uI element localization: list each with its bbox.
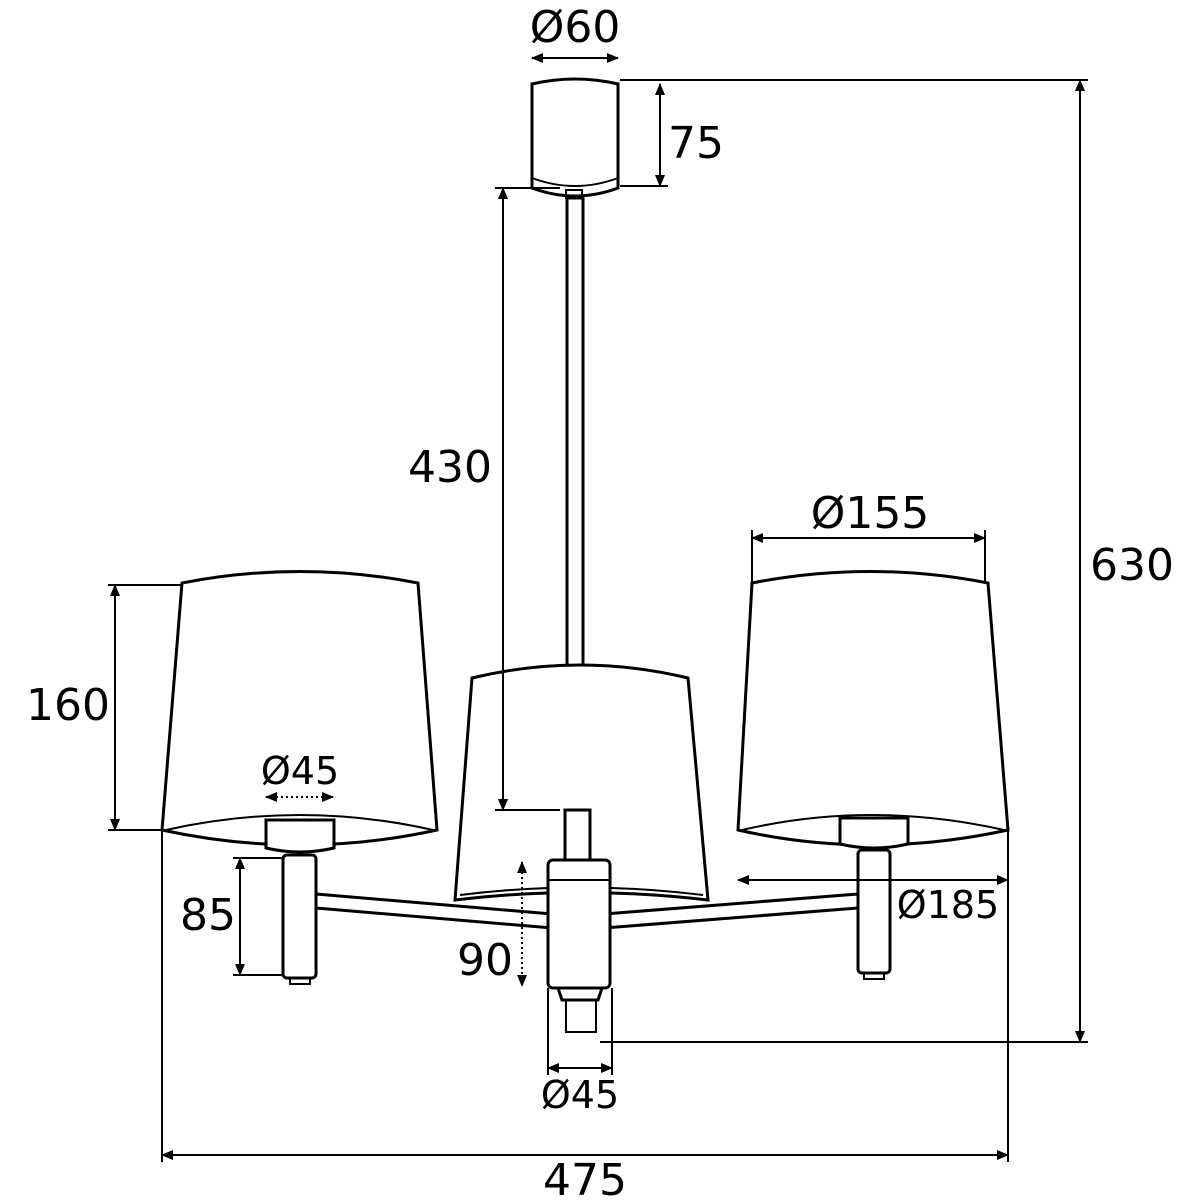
label-canopy-diameter: Ø60 — [530, 2, 621, 53]
dimension-lines — [110, 53, 1085, 1160]
label-hub-height: 90 — [457, 935, 513, 986]
right-holder — [856, 848, 892, 975]
right-arm — [602, 892, 860, 930]
left-socket — [264, 818, 336, 854]
label-shade-height: 160 — [26, 680, 110, 731]
ceiling-canopy — [530, 77, 620, 198]
label-shade-top-diameter: Ø155 — [811, 488, 930, 539]
left-shade — [160, 570, 439, 847]
label-hub-diameter: Ø45 — [541, 1073, 619, 1117]
right-shade — [736, 570, 1010, 847]
label-shade-bottom-diameter: Ø185 — [897, 883, 999, 927]
center-bulb — [565, 999, 597, 1033]
left-holder — [281, 853, 318, 980]
dimension-labels: Ø60 75 430 630 Ø155 160 Ø45 85 90 Ø185 Ø… — [26, 2, 1174, 1200]
label-canopy-height: 75 — [668, 118, 724, 169]
label-total-height: 630 — [1090, 540, 1174, 591]
right-socket — [838, 816, 910, 850]
label-rod-length: 430 — [408, 442, 492, 493]
label-total-width: 475 — [543, 1155, 627, 1200]
label-holder-height: 85 — [180, 890, 236, 941]
left-arm — [314, 892, 554, 930]
lamp-body — [160, 77, 1010, 1033]
label-socket-diameter: Ø45 — [261, 749, 339, 793]
